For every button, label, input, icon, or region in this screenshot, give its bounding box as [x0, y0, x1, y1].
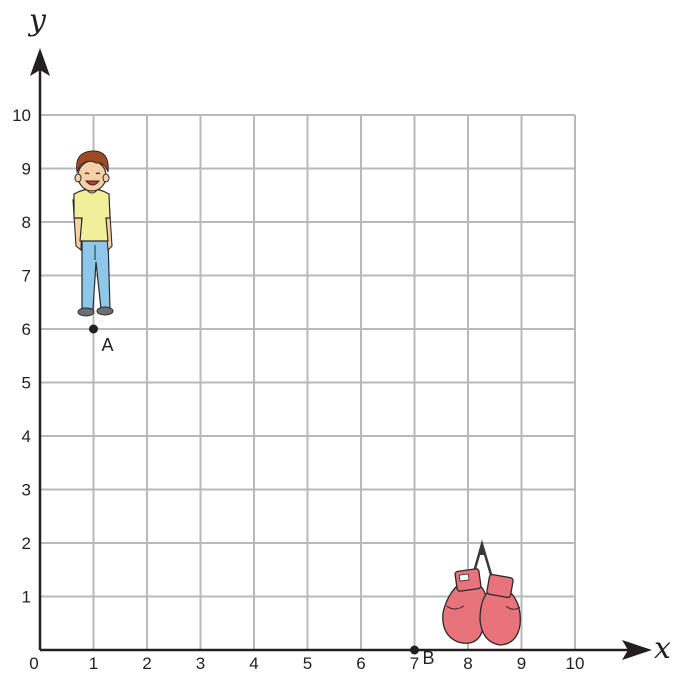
- points-layer: A B: [89, 324, 435, 668]
- y-axis-label: y: [27, 3, 47, 38]
- y-tick-label: 10: [12, 106, 31, 125]
- y-tick-label: 6: [22, 320, 31, 339]
- y-tick-label: 1: [22, 588, 31, 607]
- x-tick-label: 8: [463, 654, 472, 673]
- x-tick-label: 4: [249, 654, 258, 673]
- x-axis-label: x: [654, 631, 671, 666]
- x-tick-labels: 1 2 3 4 5 6 7 8 9 10: [89, 654, 585, 673]
- origin-label: 0: [29, 654, 38, 673]
- y-tick-label: 7: [22, 267, 31, 286]
- x-tick-label: 10: [566, 654, 585, 673]
- point-b-label: B: [423, 648, 435, 668]
- x-tick-label: 2: [142, 654, 151, 673]
- y-tick-label: 9: [22, 160, 31, 179]
- x-axis-arrow: [622, 640, 652, 660]
- y-tick-label: 2: [22, 534, 31, 553]
- y-tick-label: 3: [22, 481, 31, 500]
- x-tick-label: 5: [303, 654, 312, 673]
- axes: x y 0: [27, 3, 671, 673]
- grid-lines: [40, 114, 576, 650]
- y-tick-labels: 1 2 3 4 5 6 7 8 9 10: [12, 106, 31, 607]
- y-tick-label: 4: [22, 427, 31, 446]
- point-a-marker: [89, 324, 98, 334]
- point-b-marker: [410, 645, 419, 655]
- x-tick-label: 1: [89, 654, 98, 673]
- y-tick-label: 5: [22, 374, 31, 393]
- y-axis-arrow: [30, 48, 50, 76]
- x-tick-label: 6: [356, 654, 365, 673]
- boy-icon: [72, 150, 114, 317]
- y-tick-label: 8: [22, 213, 31, 232]
- boxing-gloves-icon: [442, 539, 521, 646]
- x-tick-label: 3: [196, 654, 205, 673]
- x-tick-label: 9: [517, 654, 526, 673]
- x-tick-label: 7: [410, 654, 419, 673]
- point-a-label: A: [102, 335, 114, 355]
